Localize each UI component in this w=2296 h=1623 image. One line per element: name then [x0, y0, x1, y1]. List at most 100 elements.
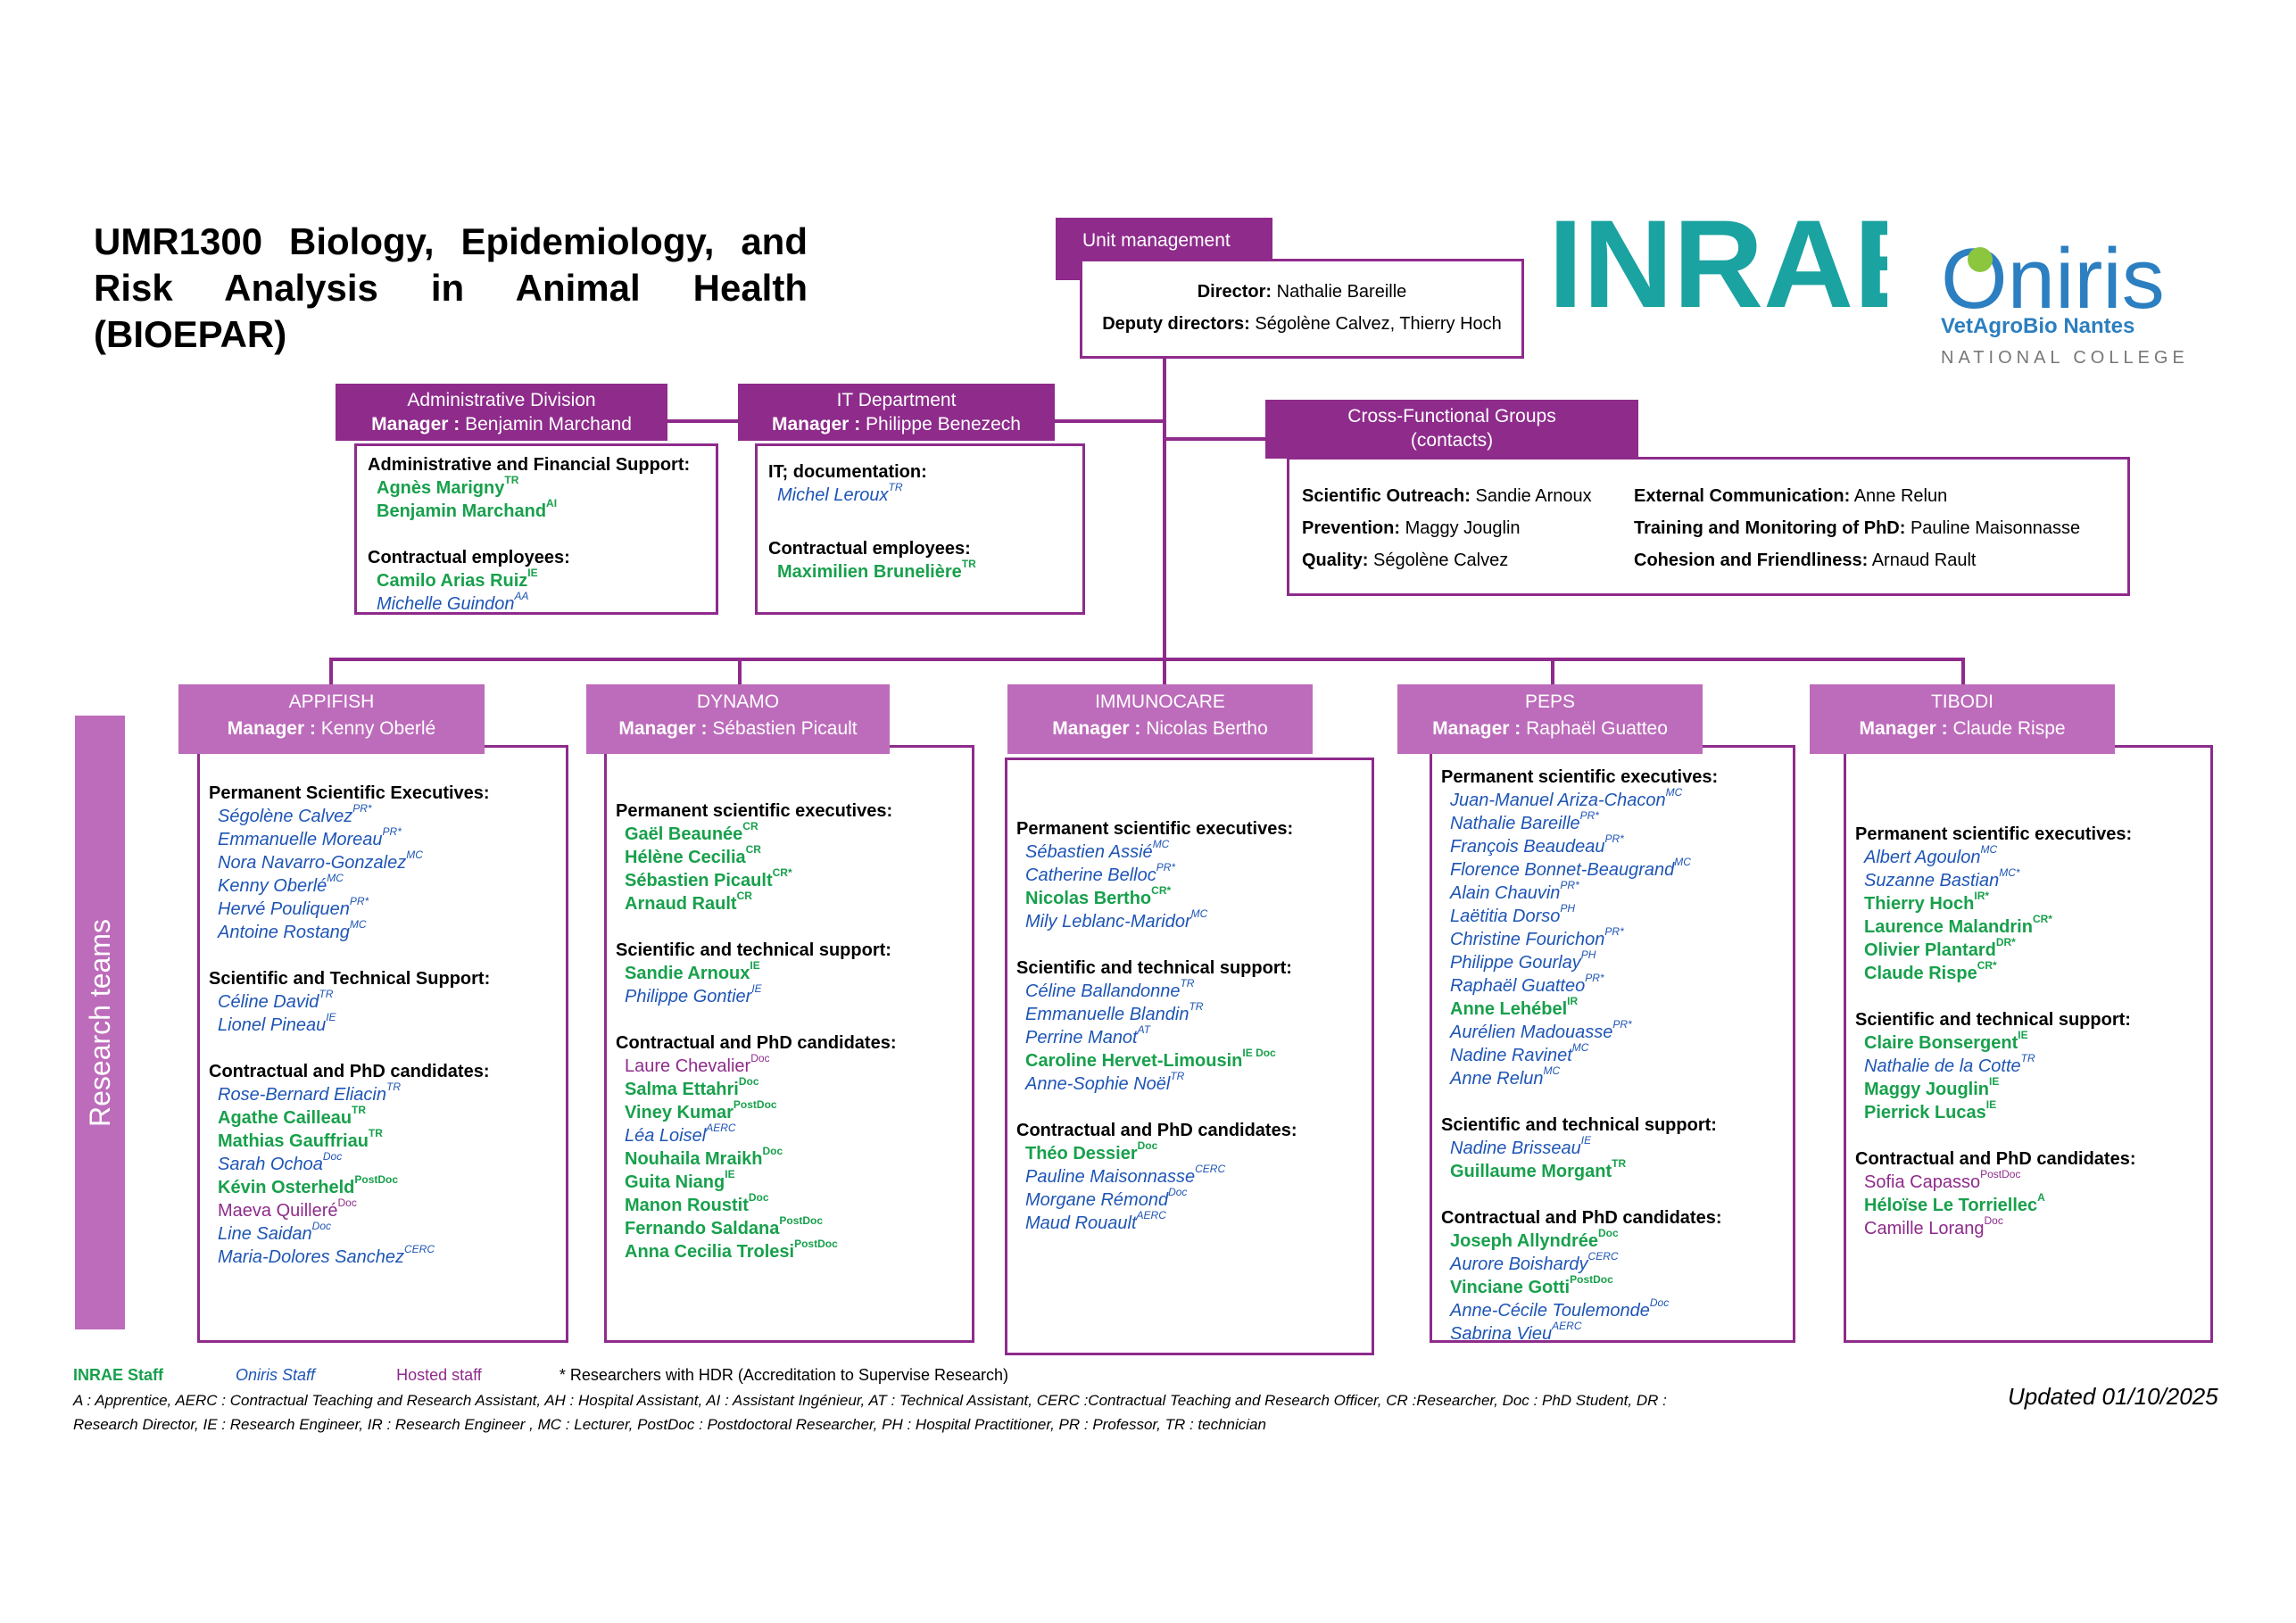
- staff-member: Nadine RavinetMC: [1441, 1042, 1782, 1067]
- staff-name: Perrine Manot: [1025, 1028, 1138, 1047]
- staff-member: Nadine BrisseauIE: [1441, 1135, 1782, 1160]
- staff-member: Laurence MalandrinCR*: [1855, 913, 2200, 939]
- staff-name: Claude Rispe: [1864, 964, 1977, 983]
- staff-name: Claire Bonsergent: [1864, 1033, 2018, 1053]
- staff-member: Anne-Sophie NoëlTR: [1016, 1071, 1361, 1096]
- connector-peps: [1551, 658, 1554, 684]
- staff-status: CR*: [2032, 913, 2052, 926]
- staff-name: Sandie Arnoux: [625, 964, 750, 983]
- staff-name: Lionel Pineau: [218, 1015, 327, 1035]
- staff-status: IE: [750, 959, 760, 973]
- staff-name: Nadine Brisseau: [1450, 1139, 1581, 1158]
- staff-name: Nicolas Bertho: [1025, 889, 1152, 908]
- staff-name: Céline David: [218, 992, 319, 1012]
- staff-member: Sabrina VieuAERC: [1441, 1321, 1782, 1346]
- staff-member: François BeaudeauPR*: [1441, 833, 1782, 858]
- staff-member: Hélène CeciliaCR: [616, 844, 961, 869]
- admin-division-content: Administrative and Financial Support:Agn…: [368, 453, 705, 616]
- staff-name: Céline Ballandonne: [1025, 981, 1181, 1001]
- team-tab-peps: PEPS Manager : Raphaël Guatteo: [1397, 684, 1703, 754]
- staff-status: CR*: [772, 866, 792, 880]
- staff-name: Arnaud Rault: [625, 894, 737, 914]
- admin-division-title: Administrative Division: [407, 390, 596, 410]
- staff-name: Viney Kumar: [625, 1103, 734, 1122]
- staff-name: Catherine Belloc: [1025, 865, 1156, 885]
- cross-functional-title: Cross-Functional Groups: [1347, 406, 1556, 426]
- staff-status: MC: [1152, 838, 1170, 851]
- staff-status: PR*: [1604, 925, 1624, 939]
- staff-member: Mathias GauffriauTR: [209, 1128, 555, 1153]
- staff-member: Albert AgoulonMC: [1855, 844, 2200, 869]
- staff-name: Pierrick Lucas: [1864, 1103, 1986, 1122]
- staff-member: Kévin OsterheldPostDoc: [209, 1174, 555, 1199]
- staff-status: TR: [385, 1081, 401, 1094]
- staff-member: Maria-Dolores SanchezCERC: [209, 1243, 555, 1269]
- section-spacer: [1441, 1183, 1782, 1206]
- staff-member: Nathalie de la CotteTR: [1855, 1053, 2200, 1078]
- staff-name: Nathalie de la Cotte: [1864, 1056, 2021, 1076]
- staff-status: PR*: [1560, 879, 1579, 892]
- staff-name: Héloïse Le Torriellec: [1864, 1196, 2038, 1215]
- section-spacer: [768, 507, 1072, 537]
- legend: INRAE Staff Oniris Staff Hosted staff * …: [73, 1366, 1144, 1385]
- staff-member: Guita NiangIE: [616, 1169, 961, 1194]
- connector-appifish: [329, 658, 333, 684]
- staff-name: Aurore Boishardy: [1450, 1255, 1588, 1274]
- manager-label: Manager :: [1052, 718, 1141, 739]
- staff-member: Laëtitia DorsoPH: [1441, 902, 1782, 928]
- staff-status: PR*: [1579, 809, 1599, 823]
- staff-name: Camille Lorang: [1864, 1219, 1985, 1238]
- staff-name: Anne Relun: [1450, 1069, 1544, 1089]
- staff-name: Maximilien Brunelière: [777, 562, 962, 582]
- manager-name: Philippe Benezech: [866, 414, 1021, 435]
- staff-member: Héloïse Le TorriellecA: [1855, 1192, 2200, 1217]
- cross-functional-item-label: Prevention:: [1302, 518, 1401, 538]
- staff-member: Lionel PineauIE: [209, 1012, 555, 1037]
- team-manager: Manager : Raphaël Guatteo: [1405, 716, 1695, 742]
- staff-member: Nathalie BareillePR*: [1441, 809, 1782, 835]
- staff-name: Ségolène Calvez: [218, 807, 353, 826]
- section-spacer: [1441, 1090, 1782, 1114]
- staff-member: Philippe GontierIE: [616, 983, 961, 1008]
- staff-name: Line Saidan: [218, 1224, 312, 1244]
- research-teams-label: Research teams: [83, 918, 116, 1127]
- section-title: Scientific and technical support:: [1855, 1010, 2131, 1030]
- staff-name: Juan-Manuel Ariza-Chacon: [1450, 791, 1666, 810]
- staff-member: Claude RispeCR*: [1855, 960, 2200, 985]
- staff-status: Doc: [1168, 1186, 1188, 1199]
- staff-status: PH: [1560, 902, 1576, 915]
- team-name: PEPS: [1524, 691, 1576, 712]
- staff-member: Michel LerouxTR: [768, 482, 1072, 507]
- section-spacer: [1016, 933, 1361, 956]
- cross-functional-item-value: Pauline Maisonnasse: [1905, 518, 2081, 538]
- staff-name: Gaël Beaunée: [625, 824, 743, 844]
- staff-member: Ségolène CalvezPR*: [209, 803, 555, 828]
- manager-name: Claude Rispe: [1947, 718, 2066, 739]
- team-manager: Manager : Claude Rispe: [1817, 716, 2108, 742]
- staff-member: Emmanuelle MoreauPR*: [209, 826, 555, 851]
- staff-name: Aurélien Madouasse: [1450, 1023, 1613, 1042]
- cross-functional-item-value: Arnaud Rault: [1868, 551, 1977, 570]
- staff-member: Aurore BoishardyCERC: [1441, 1251, 1782, 1276]
- section-title: Contractual and PhD candidates:: [1016, 1121, 1297, 1140]
- manager-name: Nicolas Bertho: [1140, 718, 1268, 739]
- staff-name: Antoine Rostang: [218, 923, 350, 942]
- it-department-tab: IT Department Manager : Philippe Benezec…: [738, 384, 1055, 441]
- section-title: Administrative and Financial Support:: [368, 455, 691, 475]
- staff-name: Hélène Cecilia: [625, 848, 746, 867]
- it-department-title: IT Department: [836, 390, 957, 410]
- staff-member: Anne-Cécile ToulemondeDoc: [1441, 1297, 1782, 1322]
- staff-status: CERC: [403, 1243, 435, 1256]
- staff-status: Doc: [750, 1052, 770, 1065]
- staff-status: TR: [504, 474, 519, 487]
- director-label: Director:: [1197, 282, 1272, 302]
- it-department-manager: Manager : Philippe Benezech: [745, 412, 1048, 436]
- manager-label: Manager :: [1432, 718, 1521, 739]
- staff-name: Maud Rouault: [1025, 1213, 1137, 1233]
- team-name: DYNAMO: [696, 691, 780, 712]
- staff-status: TR: [1189, 1000, 1204, 1014]
